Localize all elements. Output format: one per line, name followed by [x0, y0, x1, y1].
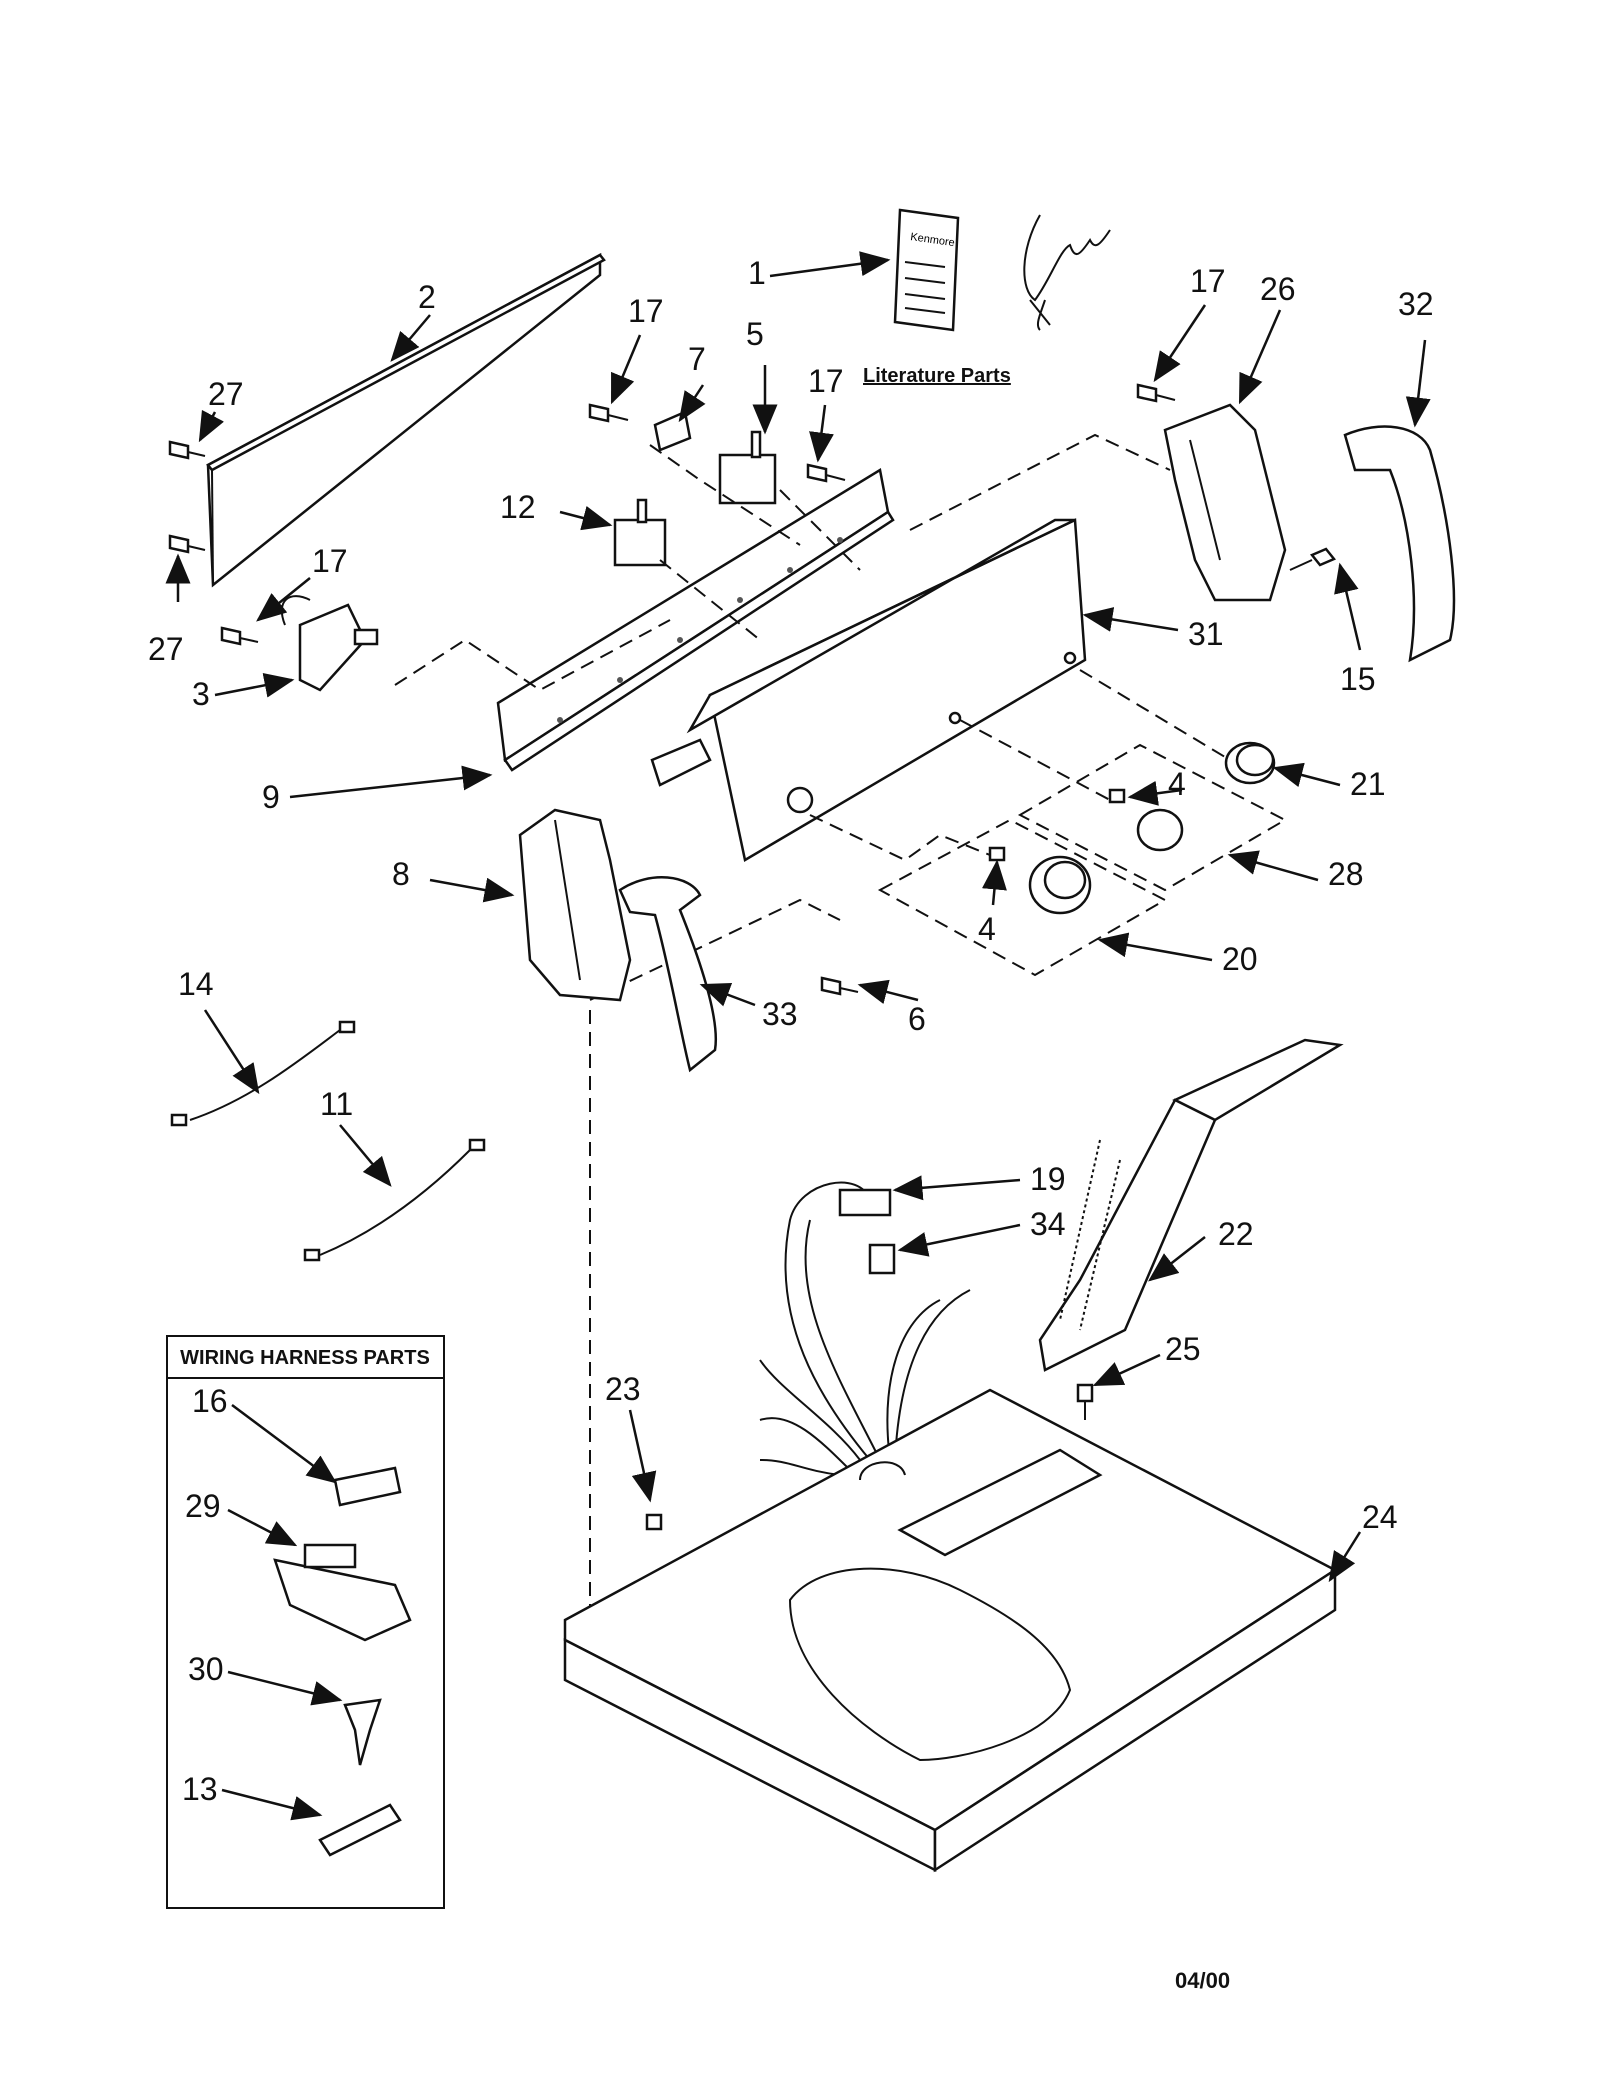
knob-28: [1108, 788, 1184, 852]
dash-line-7: [649, 444, 801, 546]
knob-20-box: [877, 818, 1168, 977]
knob-20: [988, 846, 1092, 915]
callout-17-center-left: 17: [628, 293, 664, 329]
callout-25: 25: [1165, 1331, 1201, 1367]
terminal-13: [318, 1803, 402, 1857]
connector-16: [333, 1466, 402, 1507]
screw-17-center: [806, 463, 846, 483]
console-panel-rail: [496, 467, 895, 772]
callout-11: 11: [320, 1086, 353, 1122]
screw-17-right: [1136, 383, 1176, 403]
callout-23: 23: [605, 1371, 641, 1407]
dash-line-21: [1079, 669, 1231, 761]
callout-12: 12: [500, 489, 536, 525]
callout-17-right: 17: [1190, 263, 1226, 299]
literature-parts-label: Literature Parts: [863, 365, 1011, 387]
callout-14: 14: [178, 966, 214, 1002]
wire-14: [170, 1020, 356, 1127]
callout-1: 1: [748, 255, 766, 291]
part-5-relay: [718, 430, 777, 505]
callout-16: 16: [192, 1383, 228, 1419]
screw-27-bottom: [168, 534, 206, 554]
callout-29: 29: [185, 1488, 221, 1524]
callout-32: 32: [1398, 286, 1434, 322]
wiring-harness-title: WIRING HARNESS PARTS: [180, 1347, 430, 1369]
part-7-connector: [653, 410, 692, 452]
dash-line-28: [959, 719, 1111, 801]
top-panel: [563, 1388, 1338, 1873]
connector-29: [273, 1543, 412, 1642]
end-cap-trim-right: [1343, 425, 1456, 663]
rear-panel: [206, 252, 606, 588]
knob-21: [1224, 741, 1276, 785]
callout-22: 22: [1218, 1216, 1254, 1252]
callout-26: 26: [1260, 271, 1296, 307]
callout-2: 2: [418, 279, 436, 315]
callout-24: 24: [1362, 1499, 1398, 1535]
screw-25: [1076, 1383, 1094, 1420]
callout-4-lower: 4: [978, 911, 996, 947]
screw-6: [820, 976, 859, 996]
wiring-harness: [759, 1181, 971, 1521]
end-cap-left: [518, 808, 632, 1002]
callout-4-upper: 4: [1168, 766, 1186, 802]
screw-15: [1289, 547, 1337, 571]
dash-line-20: [809, 814, 991, 862]
lint-vent: [1038, 1038, 1344, 1372]
switch-part-3: [280, 595, 379, 692]
end-cap-trim-left: [618, 876, 717, 1073]
wire-11: [303, 1138, 486, 1262]
dash-line-5: [779, 489, 861, 571]
callout-31: 31: [1188, 616, 1224, 652]
callout-19: 19: [1030, 1161, 1066, 1197]
screw-17-center-left: [588, 403, 629, 423]
knob-28-box: [1017, 743, 1288, 892]
callout-7: 7: [688, 341, 706, 377]
callout-15: 15: [1340, 661, 1376, 697]
dash-line-6: [589, 898, 841, 1001]
callout-21: 21: [1350, 766, 1386, 802]
literature-booklet: Kenmore: [893, 208, 960, 332]
callout-3: 3: [192, 676, 210, 712]
screw-17-left: [220, 626, 259, 646]
callout-17-center: 17: [808, 363, 844, 399]
callout-27-bottom: 27: [148, 631, 184, 667]
callout-30: 30: [188, 1651, 224, 1687]
dash-line-26: [909, 433, 1171, 531]
callout-5: 5: [746, 316, 764, 352]
callout-6: 6: [908, 1001, 926, 1037]
callout-34: 34: [1030, 1206, 1066, 1242]
end-cap-right: [1163, 403, 1287, 602]
dash-line-3: [394, 619, 671, 692]
callout-8: 8: [392, 856, 410, 892]
handwritten-note: [1023, 214, 1111, 331]
callout-20: 20: [1222, 941, 1258, 977]
wiring-harness-parts-box: WIRING HARNESS PARTS: [166, 1335, 445, 1909]
callout-28: 28: [1328, 856, 1364, 892]
callout-9: 9: [262, 779, 280, 815]
clip-30: [343, 1698, 382, 1766]
callout-27-top: 27: [208, 376, 244, 412]
console-housing: [650, 518, 1087, 862]
screw-27-top: [168, 440, 206, 460]
callout-13: 13: [182, 1771, 218, 1807]
revision-date: 04/00: [1175, 1968, 1230, 1993]
callout-17-left: 17: [312, 543, 348, 579]
clip-23: [645, 1513, 663, 1531]
callout-33: 33: [762, 996, 798, 1032]
part-12-relay: [613, 498, 667, 567]
